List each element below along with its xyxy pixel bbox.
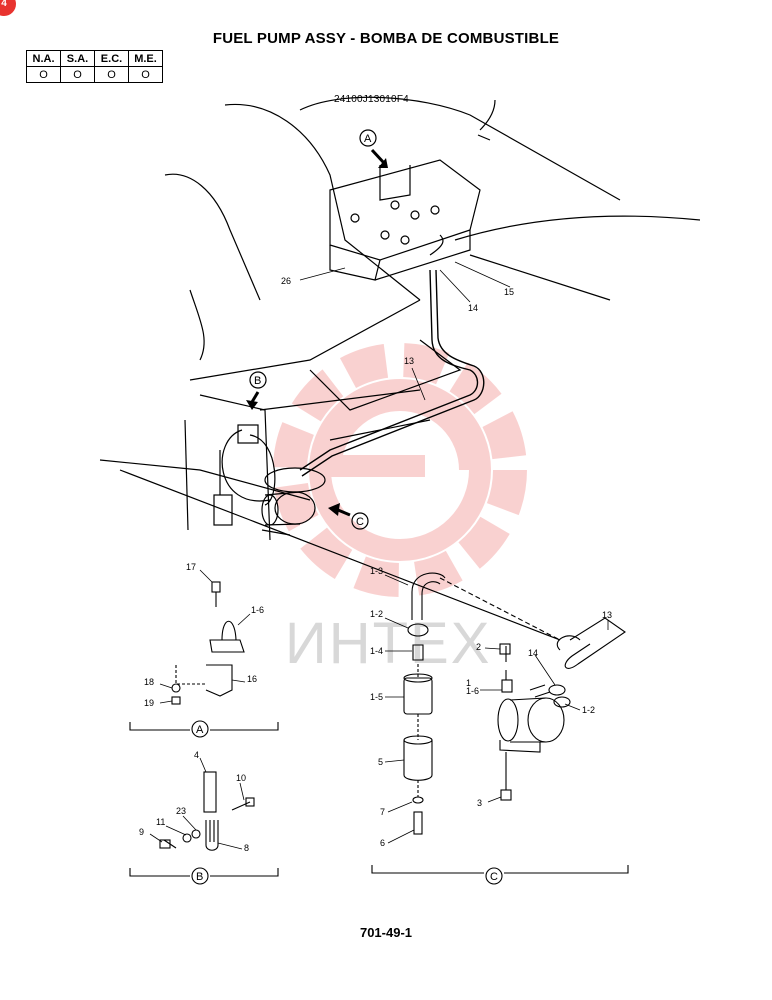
callout-8: 8	[244, 843, 249, 853]
callout-9: 9	[139, 827, 144, 837]
callout-14: 14	[468, 303, 478, 313]
callout-11: 11	[156, 817, 165, 827]
callout-18: 18	[144, 677, 154, 687]
spec-header-me: M.E.	[128, 50, 163, 67]
callout-7: 7	[380, 807, 385, 817]
detail-b-leaders	[149, 757, 245, 850]
detail-c-leaders	[384, 574, 609, 844]
callout-2: 2	[476, 642, 481, 652]
spec-value-me: O	[128, 66, 163, 83]
callout-5: 5	[378, 757, 383, 767]
callout-17: 17	[186, 562, 196, 572]
callout-1-5: 1-5	[370, 692, 383, 702]
svg-text:B: B	[254, 375, 261, 387]
callout-3: 3	[477, 798, 482, 808]
callout-13-detail: 13	[602, 610, 612, 620]
callout-1-2: 1-2	[370, 609, 383, 619]
watermark-text: ИНТЕХ	[285, 611, 491, 676]
detail-b-view	[129, 771, 279, 885]
detail-c-label: C	[490, 871, 498, 883]
callout-14-detail: 14	[528, 648, 538, 658]
callout-1-6: 1-6	[251, 605, 264, 615]
callout-1-6-detail: 1-6	[466, 686, 479, 696]
page-badge: 4	[0, 0, 16, 16]
callout-6: 6	[380, 838, 385, 848]
detail-c-view	[371, 572, 629, 885]
detail-a-label: A	[196, 724, 204, 736]
main-assembly-view	[99, 96, 701, 641]
detail-b-label: B	[196, 871, 203, 883]
page-title: FUEL PUMP ASSY - BOMBA DE COMBUSTIBLE	[212, 30, 560, 47]
callout-13: 13	[404, 356, 414, 366]
callout-1-2-detail: 1-2	[582, 705, 595, 715]
drawing-code: 24100J13010F4	[334, 94, 409, 105]
detail-a-leaders	[159, 569, 251, 704]
spec-table: N.A. S.A. E.C. M.E. O O O O	[26, 50, 163, 83]
callout-10: 10	[236, 773, 246, 783]
callout-26: 26	[281, 276, 291, 286]
callout-19: 19	[144, 698, 154, 708]
callout-15: 15	[504, 287, 514, 297]
spec-value-row: O O O O	[26, 66, 163, 83]
view-arrow-c: C	[328, 503, 369, 530]
svg-text:C: C	[356, 516, 364, 528]
main-callouts	[299, 261, 511, 401]
callout-1-4: 1-4	[370, 646, 383, 656]
callout-16: 16	[247, 674, 257, 684]
detail-a-view	[129, 581, 279, 738]
callout-1-3: 1-3	[370, 566, 383, 576]
view-arrow-a: A	[359, 129, 388, 168]
page-number: 701-49-1	[359, 925, 413, 940]
spec-header-sa: S.A.	[60, 50, 95, 67]
callout-23: 23	[176, 806, 186, 816]
svg-text:A: A	[364, 133, 372, 145]
view-arrow-b: B	[246, 371, 267, 410]
callout-1: 1	[466, 678, 471, 688]
callout-4: 4	[194, 750, 199, 760]
